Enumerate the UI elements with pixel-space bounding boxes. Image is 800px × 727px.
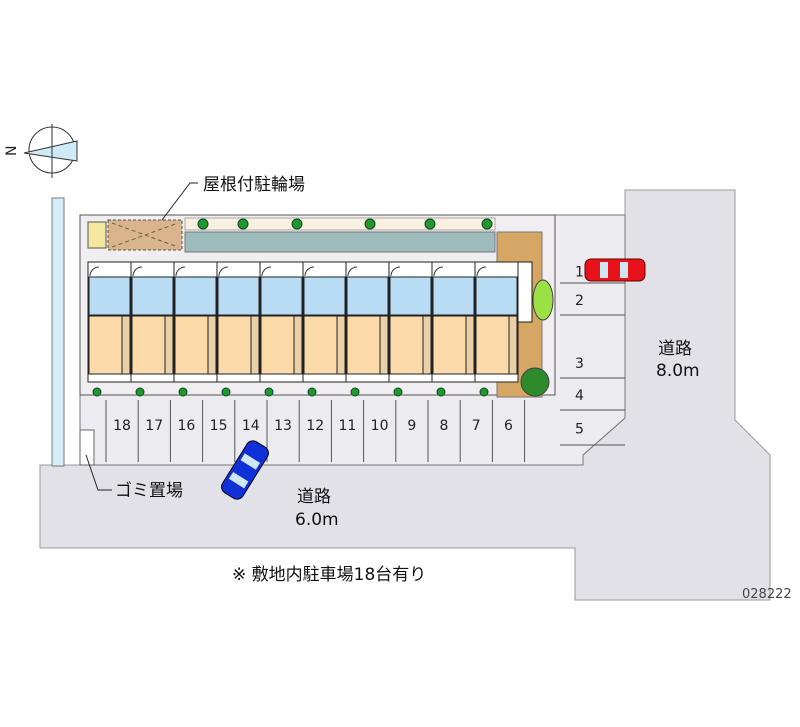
svg-text:N: N [4,146,20,156]
compass-icon: N [4,124,78,178]
bicycle-shed-cross [111,222,179,248]
parking-note: ※ 敷地内駐車場18台有り [232,565,426,585]
apartment-unit [474,261,519,383]
parking-space-number: 10 [371,418,389,434]
tree-icon [307,387,317,397]
tree-icon [424,218,436,230]
apartment-unit [259,261,304,383]
parking-space-number: 9 [407,418,416,434]
tree-icon [364,218,376,230]
road-south-name: 道路 [297,487,331,507]
tree-icon [92,387,102,397]
apartment-unit [388,261,433,383]
apartment-units [87,261,519,383]
garbage-leader-line [85,454,112,491]
red-car [584,258,646,282]
water-channel [51,197,65,467]
road-east-name: 道路 [658,339,692,359]
parking-space-number: 16 [177,418,195,434]
parking-space-number: 18 [113,418,131,434]
tree-icon [135,387,145,397]
bicycle-parking-label: 屋根付駐輪場 [203,175,305,195]
parking-space-number: 4 [575,388,584,404]
parking-space-number: 1 [575,265,584,281]
tree-icon [197,218,209,230]
trees [92,218,493,397]
apartment-unit [130,261,175,383]
garden-bed [532,279,554,321]
parking-space-number: 13 [274,418,292,434]
garbage-area [79,429,95,466]
tree-icon [291,218,303,230]
apartment-unit [216,261,261,383]
parking-space-number: 3 [575,356,584,372]
tree-icon [436,387,446,397]
apartment-unit [173,261,218,383]
tree-icon [178,387,188,397]
tree-icon [237,218,249,230]
parking-space-number: 11 [338,418,356,434]
parking-space-number: 6 [504,418,513,434]
storage [87,221,107,249]
parking-space-number: 14 [242,418,260,434]
parking-space-number: 15 [210,418,228,434]
garbage-label: ゴミ置場 [115,480,183,501]
tree-icon [481,218,493,230]
north-walkway [184,217,496,231]
road-south-width: 6.0m [295,510,339,530]
apartment-unit [302,261,347,383]
parking-space-number: 7 [472,418,481,434]
parking-space-number: 17 [145,418,163,434]
apartment-unit [431,261,476,383]
bicycle-leader-line [161,182,198,221]
parking-space-number: 5 [575,422,584,438]
garden-tree [520,367,550,397]
parking-space-number: 8 [440,418,449,434]
tree-icon [393,387,403,397]
tree-icon [221,387,231,397]
stairs [517,261,533,323]
tree-icon [479,387,489,397]
north-strip [184,231,496,253]
property-code: 028222 [742,587,792,602]
tree-icon [264,387,274,397]
road-east-width: 8.0m [656,361,700,381]
parking-space-number: 12 [306,418,324,434]
apartment-unit [345,261,390,383]
tree-icon [350,387,360,397]
parking-space-number: 2 [575,293,584,309]
blue-car [221,440,269,500]
apartment-unit [87,261,132,383]
